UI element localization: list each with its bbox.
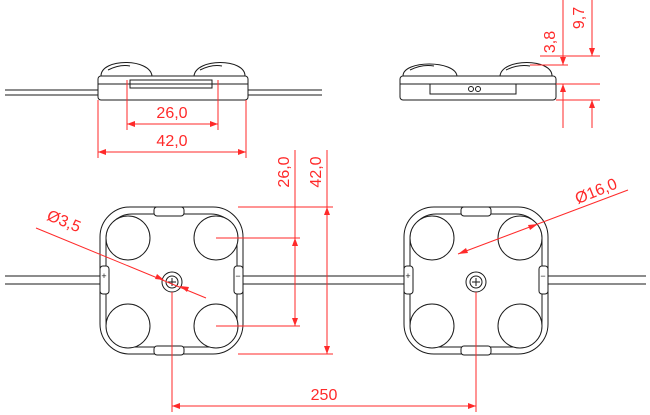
dim-label-3-8: 3,8 [542,31,559,53]
dim-label-16-0: Ø16,0 [573,176,620,208]
wire-minus-left: − [235,271,240,281]
dim-front-body-height: 42,0 [238,150,333,355]
lens-top-left [105,215,151,261]
dim-side-small-height: 3,8 [530,0,600,128]
led-module-left: + − [99,206,244,356]
dim-label-top-26: 26,0 [156,105,187,122]
side-view-right [399,62,557,101]
wire-minus-right: − [540,271,545,281]
dim-label-9-7: 9,7 [571,7,588,29]
side-view-left [5,62,322,101]
lens-bottom-left [105,303,151,349]
dim-front-lens-spacing: 26,0 [216,150,300,327]
dim-label-front-26: 26,0 [276,156,293,187]
wire-plus-right: + [405,271,410,281]
dim-label-top-42: 42,0 [156,133,187,150]
dim-side-total-height: 9,7 [540,0,600,128]
dim-label-front-42: 42,0 [308,156,325,187]
dim-top-lens-spacing: 26,0 [126,80,219,130]
dim-top-body-width: 42,0 [97,100,247,158]
dim-label-3-5: Ø3,5 [44,207,83,236]
dim-module-pitch: 250 [171,292,477,412]
front-wires [5,275,646,285]
wire-plus-left: + [101,271,106,281]
dim-label-250: 250 [311,387,338,404]
